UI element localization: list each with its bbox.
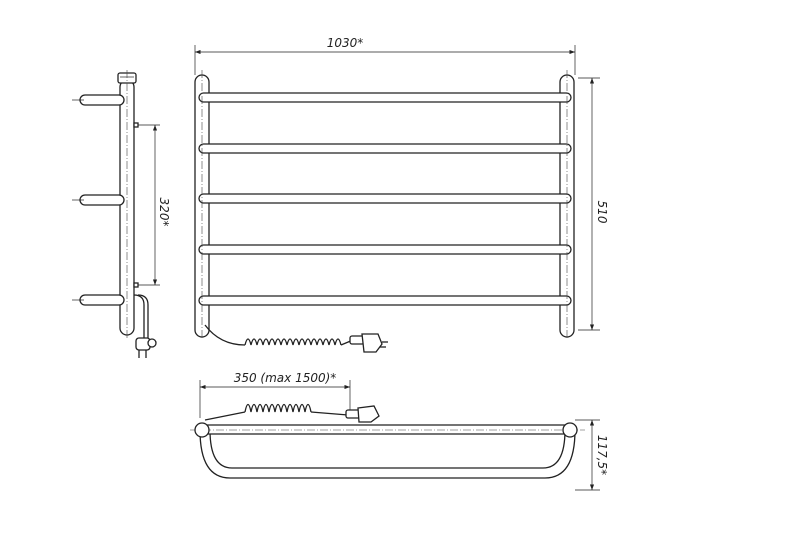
coiled-cord — [244, 338, 354, 346]
side-view: 320* — [72, 70, 171, 358]
top-view: 350 (max 1500)* 117,5* — [190, 371, 609, 491]
dim-width: 1030* — [327, 36, 364, 50]
plug-icon — [135, 337, 157, 358]
side-arm — [72, 94, 125, 106]
dim-mount-spacing: 320* — [157, 198, 171, 227]
dim-height: 510 — [595, 201, 609, 224]
dim-cord-length: 350 (max 1500)* — [234, 371, 337, 385]
side-arm — [72, 194, 125, 206]
plug-icon — [349, 333, 388, 353]
side-arm — [72, 294, 125, 306]
coiled-cord — [244, 403, 349, 416]
front-view: 1030* 510 — [194, 36, 609, 353]
dim-depth: 117,5* — [595, 435, 609, 475]
plug-icon — [345, 405, 380, 423]
rail-bars — [198, 92, 572, 306]
